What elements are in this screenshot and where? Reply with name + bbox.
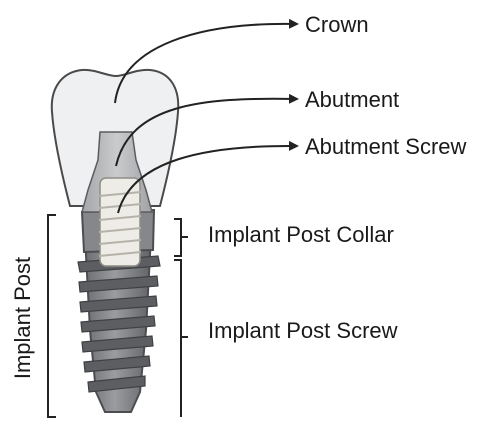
collar-bracket [174, 219, 188, 256]
abutment-screw [99, 178, 141, 266]
crown-label: Crown [305, 14, 369, 36]
post-screw-bracket [174, 260, 188, 417]
abutment-label: Abutment [305, 89, 399, 111]
implant-post-collar-label: Implant Post Collar [208, 224, 394, 246]
implant-post-label: Implant Post [12, 257, 34, 379]
abutment-screw-label: Abutment Screw [305, 136, 466, 158]
implant-post-bracket [48, 215, 56, 417]
implant-post-screw-label: Implant Post Screw [208, 320, 398, 342]
